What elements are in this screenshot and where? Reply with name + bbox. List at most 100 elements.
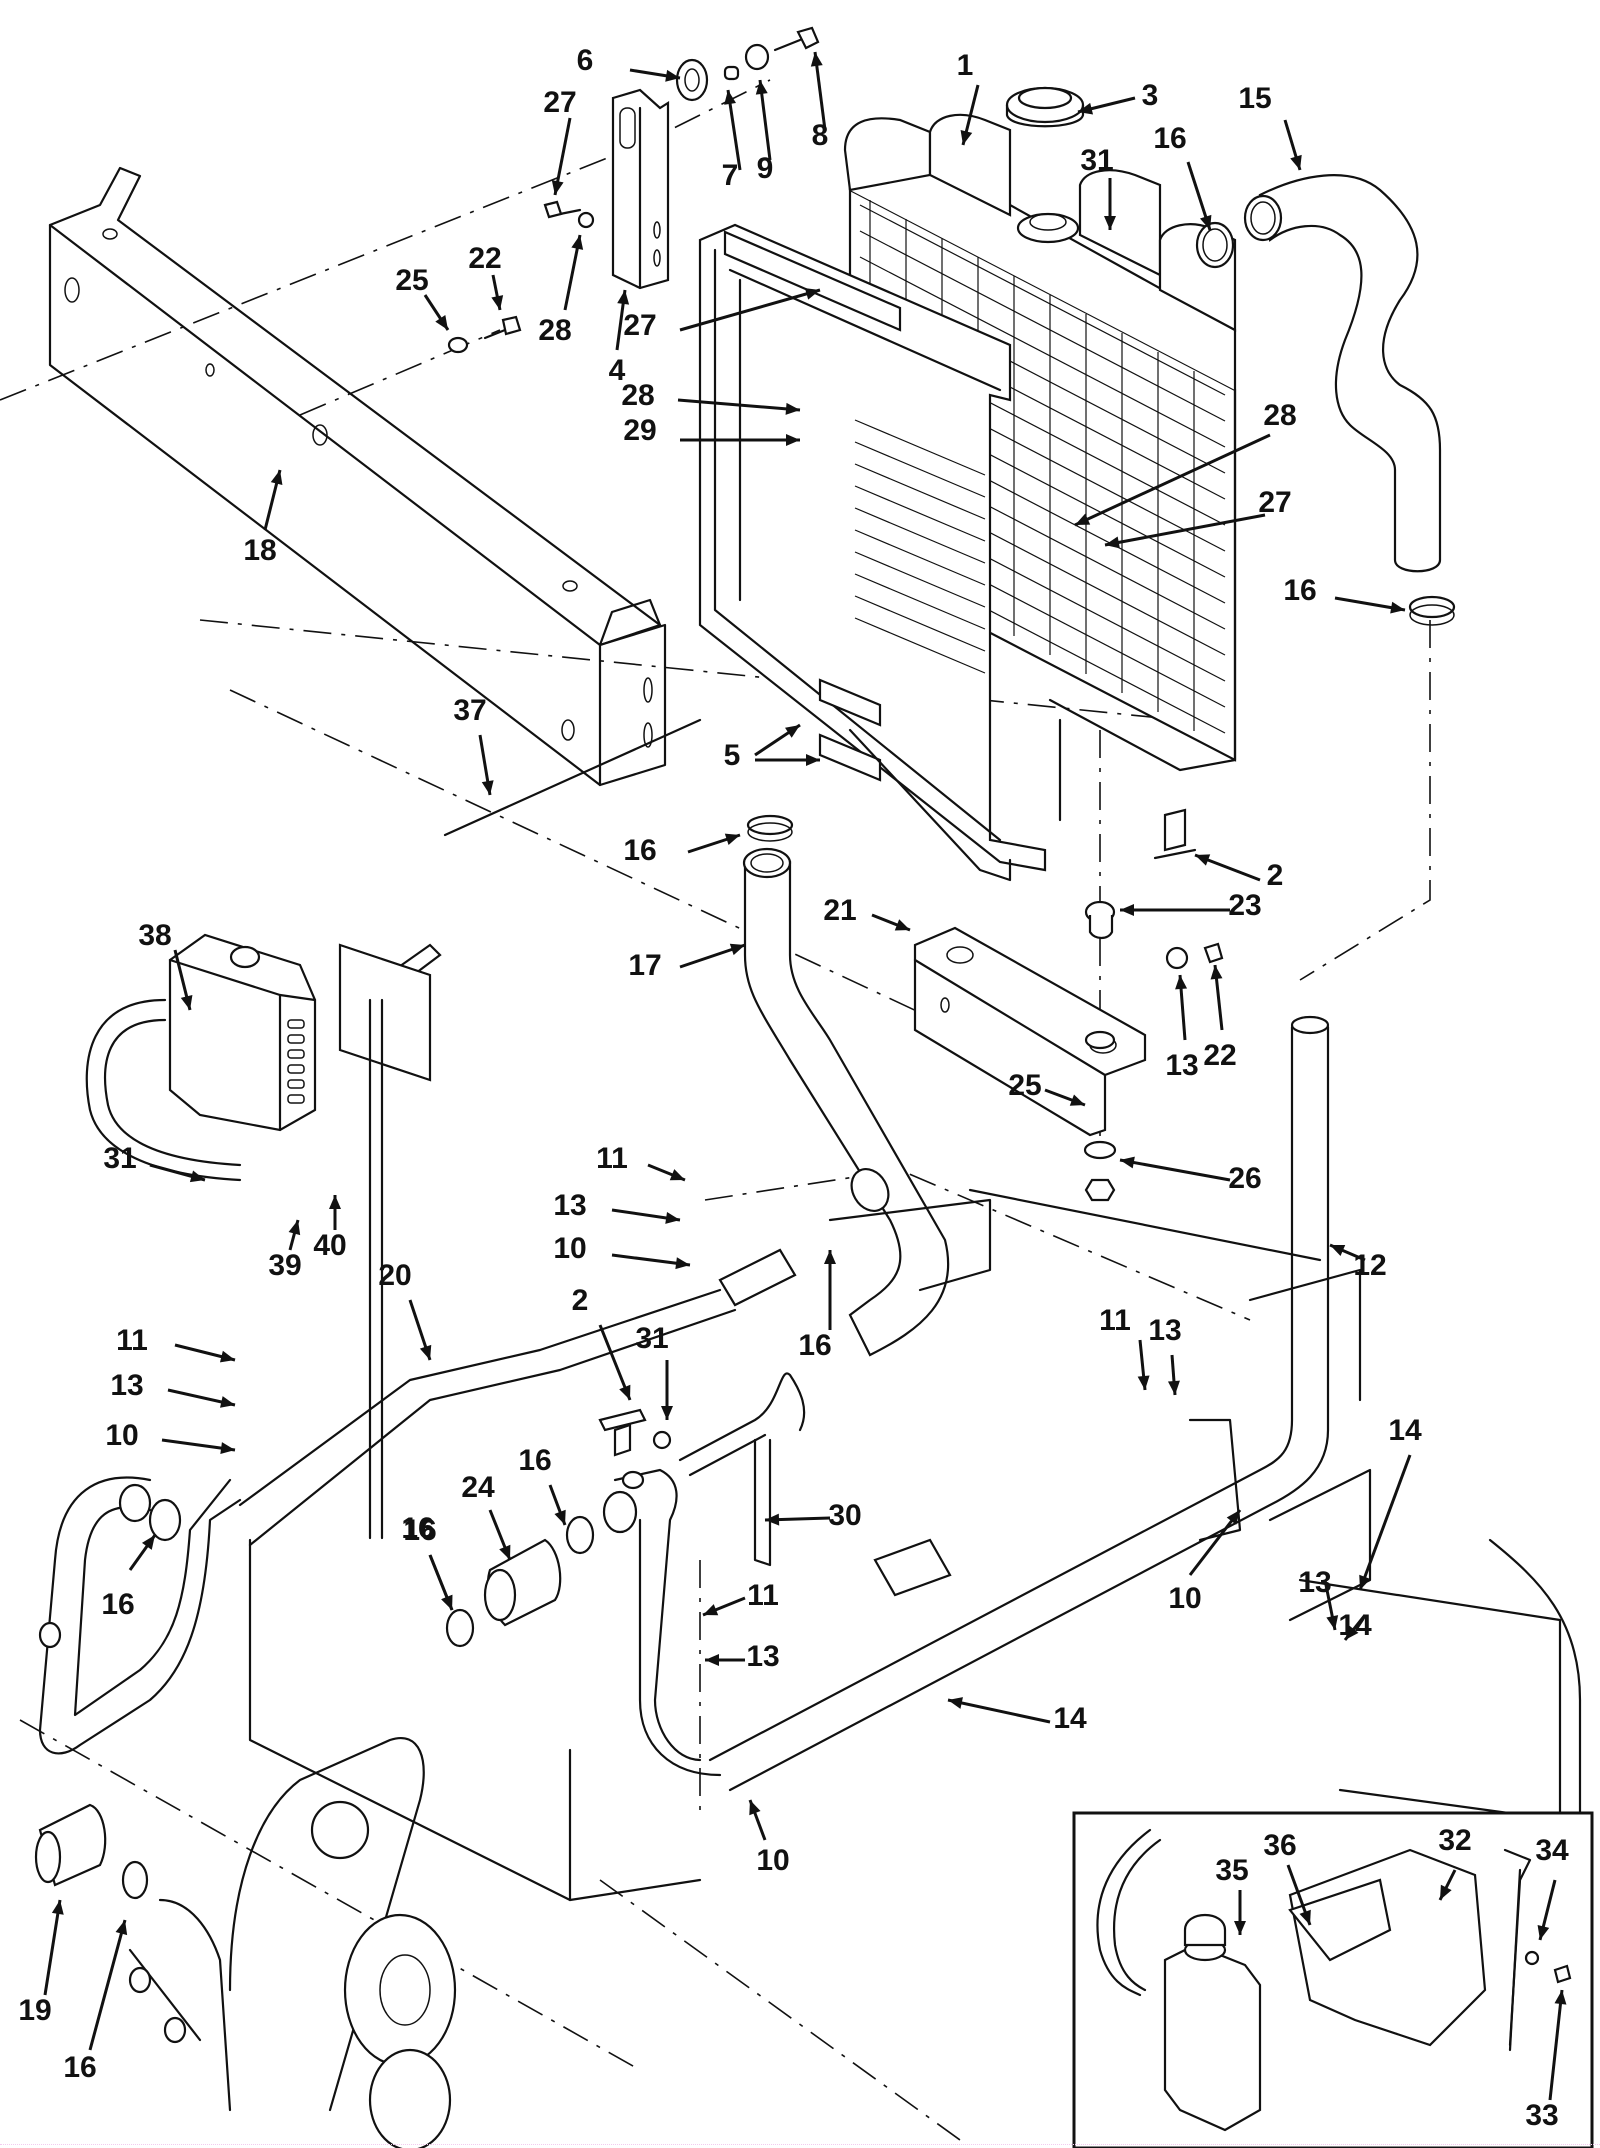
- callout-19-leader: [43, 1899, 62, 1996]
- callout-13-arrowhead: [1167, 1380, 1180, 1395]
- callout-18-arrowhead: [270, 470, 283, 486]
- callout-27-arrowhead: [804, 288, 820, 300]
- callout-31: 31: [635, 1322, 668, 1355]
- callout-28-leader: [1074, 433, 1271, 527]
- callout-12-arrowhead: [1330, 1245, 1346, 1257]
- callout-16-arrowhead: [554, 1509, 566, 1525]
- callout-11: 11: [596, 1142, 628, 1175]
- callout-14-arrowhead: [1345, 1625, 1359, 1640]
- callout-4-arrowhead: [617, 290, 630, 305]
- callout-40: 40: [313, 1229, 346, 1262]
- callout-21-arrowhead: [894, 919, 910, 931]
- callout-16-arrowhead: [441, 1594, 453, 1610]
- callout-37: 37: [453, 694, 486, 727]
- callout-27: 27: [1258, 486, 1291, 519]
- callout-31-arrowhead: [189, 1170, 205, 1183]
- callout-14: 14: [1053, 1702, 1087, 1735]
- callout-20-arrowhead: [419, 1344, 432, 1360]
- callout-32-arrowhead: [1440, 1884, 1452, 1900]
- callout-38: 38: [138, 919, 171, 952]
- callout-13: 13: [1165, 1049, 1198, 1082]
- callout-2-arrowhead: [619, 1384, 631, 1400]
- hose-clamp-upper-2: [1408, 595, 1456, 626]
- callout-30-arrowhead: [765, 1513, 780, 1526]
- callout-14: 14: [1388, 1414, 1422, 1447]
- callout-17-arrowhead: [729, 943, 745, 956]
- callout-37-arrowhead: [481, 780, 494, 795]
- lower-hose-loop: [38, 1476, 242, 1755]
- hose-clamp-lower: [746, 814, 794, 842]
- callout-28-leader: [677, 398, 801, 412]
- callout-27: 27: [543, 86, 576, 119]
- callout-16-arrowhead: [1390, 601, 1405, 614]
- callout-22-arrowhead: [491, 295, 504, 310]
- callout-16: 16: [403, 1514, 436, 1547]
- callout-10-arrowhead: [1226, 1510, 1240, 1525]
- callout-29: 29: [623, 414, 656, 447]
- callout-27: 27: [623, 309, 656, 342]
- callout-11-arrowhead: [219, 1350, 235, 1363]
- callout-31-arrowhead: [661, 1406, 673, 1420]
- callout-10: 10: [105, 1419, 138, 1452]
- callout-13-arrowhead: [1175, 975, 1188, 990]
- callout-14-leader: [947, 1698, 1051, 1724]
- callout-27-arrowhead: [551, 180, 564, 195]
- callout-6-arrowhead: [665, 69, 680, 82]
- callout-16-arrowhead: [724, 833, 740, 846]
- callout-33-leader: [1548, 1989, 1564, 2101]
- callout-23: 23: [1228, 889, 1261, 922]
- callout-33: 33: [1525, 2099, 1558, 2132]
- callout-38-arrowhead: [180, 994, 193, 1010]
- hose-clamp-upper: [1195, 221, 1235, 269]
- callout-2: 2: [1267, 859, 1284, 892]
- callout-36: 36: [1263, 1829, 1296, 1862]
- callout-20: 20: [378, 1259, 411, 1292]
- callout-29-arrowhead: [786, 434, 800, 446]
- support-channel: [48, 166, 667, 787]
- callout-4: 4: [609, 354, 626, 387]
- callout-25-arrowhead: [1069, 1094, 1085, 1106]
- coolant-reservoir: [85, 933, 442, 1182]
- upper-hose: [1243, 174, 1442, 573]
- callout-16: 16: [1153, 122, 1186, 155]
- callout-7: 7: [722, 159, 739, 192]
- callout-33-arrowhead: [1554, 1990, 1567, 2005]
- callout-5-arrowhead: [806, 754, 820, 766]
- callout-32: 32: [1438, 1824, 1471, 1857]
- callout-31-arrowhead: [1104, 216, 1116, 230]
- callout-11-arrowhead: [669, 1169, 685, 1181]
- callout-10-arrowhead: [749, 1800, 761, 1816]
- callout-28: 28: [1263, 399, 1296, 432]
- callout-11-arrowhead: [703, 1604, 719, 1616]
- callout-arrows: [43, 51, 1567, 2101]
- callout-27-arrowhead: [1105, 536, 1120, 549]
- callout-22-arrowhead: [1210, 965, 1223, 980]
- callout-2-arrowhead: [1195, 854, 1211, 866]
- callout-21: 21: [823, 894, 856, 927]
- bracket-4: [447, 26, 820, 354]
- callout-13-arrowhead: [705, 1654, 719, 1666]
- callout-11: 11: [116, 1324, 148, 1357]
- callout-11: 11: [747, 1579, 779, 1612]
- coolant-tube-20: [238, 1248, 797, 1547]
- drain-valve-lower: [598, 1408, 672, 1490]
- callout-39: 39: [268, 1249, 301, 1282]
- callout-7-arrowhead: [724, 90, 737, 105]
- callout-24: 24: [461, 1471, 495, 1504]
- callout-13: 13: [1298, 1566, 1331, 1599]
- engine-pulleys: [34, 1737, 457, 2148]
- callout-11: 11: [1099, 1304, 1131, 1337]
- callout-23-arrowhead: [1120, 904, 1134, 916]
- engine-frame: [248, 1188, 1582, 1902]
- callout-25: 25: [395, 264, 428, 297]
- tube-30: [678, 1372, 806, 1567]
- callout-10: 10: [756, 1844, 789, 1877]
- callout-24-arrowhead: [499, 1544, 511, 1560]
- callout-3: 3: [1142, 79, 1159, 112]
- callout-15: 15: [1238, 82, 1271, 115]
- hose-24: [445, 1468, 722, 1777]
- callout-16: 16: [1283, 574, 1316, 607]
- callout-27-leader: [679, 288, 821, 332]
- drain-valve-top: [1153, 808, 1197, 860]
